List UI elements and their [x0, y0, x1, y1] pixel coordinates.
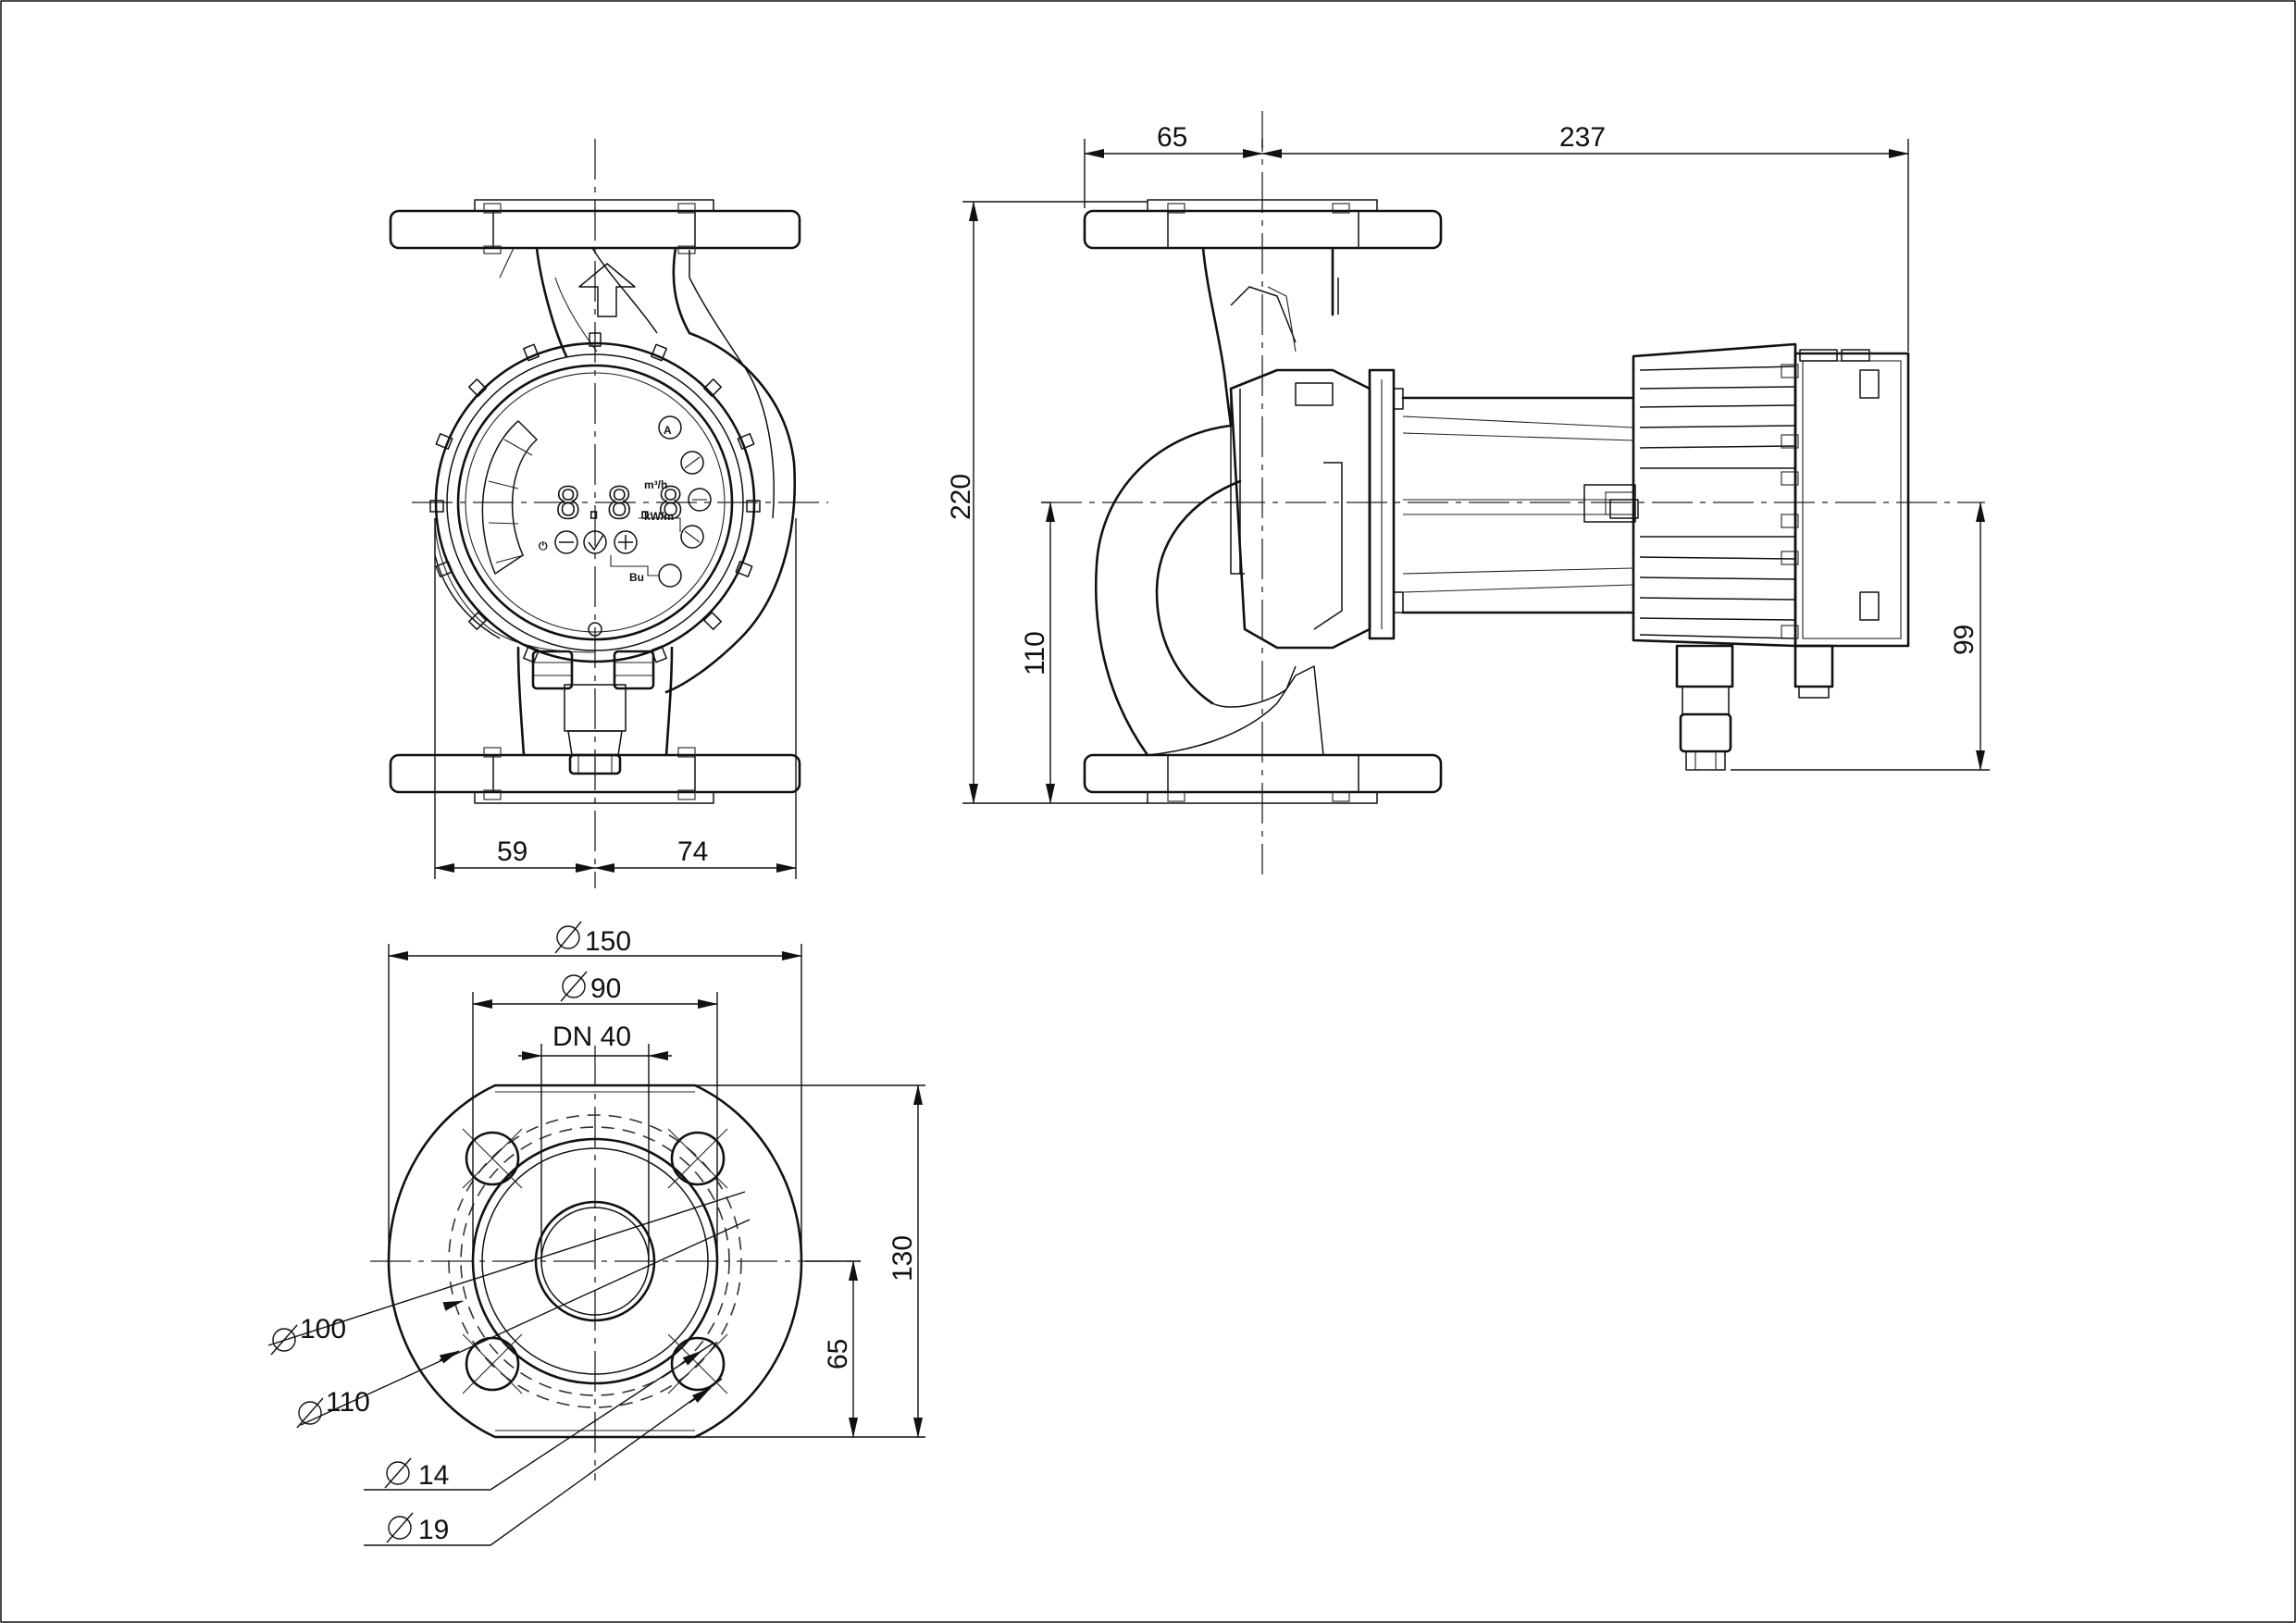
side-view	[1041, 111, 1985, 874]
dim-bolt-circle-a: 100	[300, 1314, 346, 1344]
bolt-circle-100	[460, 1126, 730, 1396]
power-icon: ⏻	[539, 539, 548, 552]
plus-button-icon	[614, 530, 638, 554]
dim-raised-dia: 90	[590, 973, 621, 1004]
cable-gland-right	[613, 650, 655, 690]
dim-side-offset: 65	[1157, 122, 1187, 153]
motor-flange-plate	[1368, 368, 1396, 640]
shaft-end	[1583, 484, 1636, 523]
confirm-button-icon	[583, 530, 607, 554]
dim-width-right: 74	[677, 836, 708, 867]
dim-side-length: 237	[1559, 122, 1606, 153]
curve-flat-icon	[688, 488, 712, 512]
bolt-circle-110	[448, 1114, 742, 1408]
flow-direction-arrow	[578, 263, 636, 317]
side-view-dimensions: 65 237 220 110 99	[946, 122, 1990, 804]
side-cable-gland	[1675, 644, 1734, 688]
dim-flange-height: 130	[887, 1235, 918, 1282]
mode-a-label: A	[664, 424, 672, 437]
unit-label-top: m³/h	[644, 478, 667, 491]
dim-hole-dia-b: 19	[418, 1515, 449, 1545]
dim-bolt-circle-b: 110	[326, 1387, 370, 1418]
side-housing	[1095, 246, 1636, 757]
dim-outer-dia: 150	[585, 926, 631, 957]
dim-width-left: 59	[497, 836, 527, 867]
dim-side-height: 220	[946, 474, 976, 520]
flange-view	[370, 1046, 861, 1481]
control-head: 8.8.8 m³/h kW/m A ⏻ Bu	[429, 332, 761, 663]
bore	[534, 1200, 656, 1322]
curve-rising-icon	[680, 451, 704, 475]
dim-axis-height: 110	[1020, 631, 1050, 675]
top-flange	[389, 199, 801, 254]
side-cable-gland-2	[1793, 644, 1834, 688]
cable-gland-left	[531, 650, 574, 690]
flange-dimensions: 150 90 DN 40 100 110 14	[267, 921, 925, 1546]
night-mode-icon	[658, 564, 682, 588]
front-view-dimensions: 59 74	[434, 518, 797, 879]
seven-segment-display: 8.8.8	[555, 478, 683, 528]
dim-nominal: DN 40	[552, 1022, 631, 1052]
motor-casing	[1229, 368, 1371, 650]
curve-falling-icon	[680, 525, 704, 549]
electronics-module	[1609, 342, 1910, 771]
mode-a-icon	[658, 415, 682, 440]
minus-button-icon	[554, 530, 578, 554]
dim-hole-dia: 14	[418, 1460, 449, 1491]
front-view: 8.8.8 m³/h kW/m A ⏻ Bu	[389, 139, 828, 888]
led-bar-arc	[481, 420, 538, 575]
bus-label: Bu	[629, 571, 644, 584]
dim-bottom-offset: 99	[1949, 625, 1980, 655]
head-screws	[429, 332, 761, 663]
front-housing	[434, 246, 796, 775]
cooling-fins	[1639, 364, 1799, 639]
dim-flange-half-height: 65	[823, 1339, 853, 1369]
unit-label-bottom: kW/m	[644, 510, 674, 523]
